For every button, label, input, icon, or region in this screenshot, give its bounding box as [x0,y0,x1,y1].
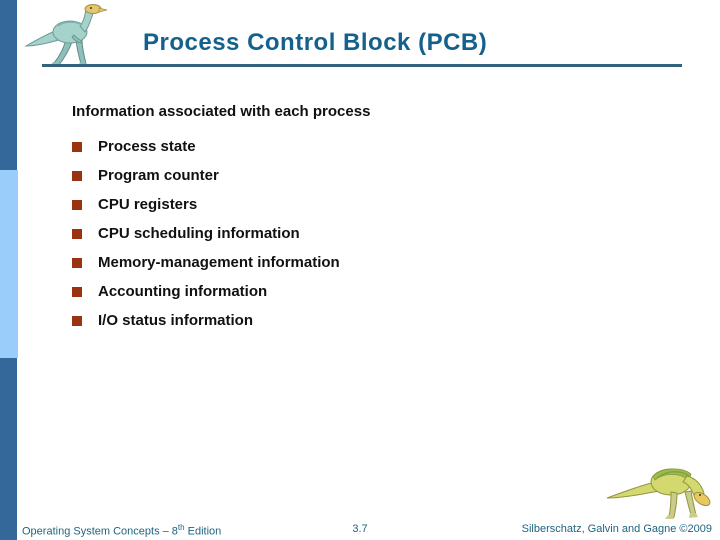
bullet-square-icon [72,315,82,326]
list-item: Accounting information [72,277,340,306]
list-item-label: CPU registers [98,196,198,213]
title-underline [42,64,682,67]
bullet-list: Process state Program counter CPU regist… [72,132,340,335]
sidebar-accent-bottom [0,358,17,540]
list-item-label: Memory-management information [98,254,340,271]
list-item-label: I/O status information [98,312,254,329]
list-item-label: Program counter [98,167,219,184]
footer-book-title: Operating System Concepts – 8th Edition [22,523,221,538]
footer-book-title-text: Operating System Concepts – 8 [22,525,178,538]
intro-text: Information associated with each process [72,103,371,120]
list-item: CPU registers [72,190,340,219]
dinosaur-icon [24,4,108,67]
bullet-square-icon [72,228,82,239]
bullet-square-icon [72,286,82,297]
page-number: 3.7 [352,523,368,535]
bullet-square-icon [72,170,82,181]
sidebar-accent-middle [0,170,18,358]
list-item: I/O status information [72,306,340,335]
list-item-label: Accounting information [98,283,268,300]
list-item: Memory-management information [72,248,340,277]
slide-title: Process Control Block (PCB) [143,29,488,56]
bullet-square-icon [72,257,82,268]
bullet-square-icon [72,199,82,210]
list-item: CPU scheduling information [72,219,340,248]
list-item: Program counter [72,161,340,190]
list-item-label: CPU scheduling information [98,225,300,242]
bullet-square-icon [72,141,82,152]
dinosaur-grazing-icon [606,468,711,519]
sidebar-accent-top [0,0,17,170]
footer-book-title-suffix: Edition [184,525,222,538]
list-item-label: Process state [98,138,196,155]
list-item: Process state [72,132,340,161]
footer-credits: Silberschatz, Galvin and Gagne ©2009 [521,523,712,535]
footer-book-title-superscript: th [177,523,185,532]
